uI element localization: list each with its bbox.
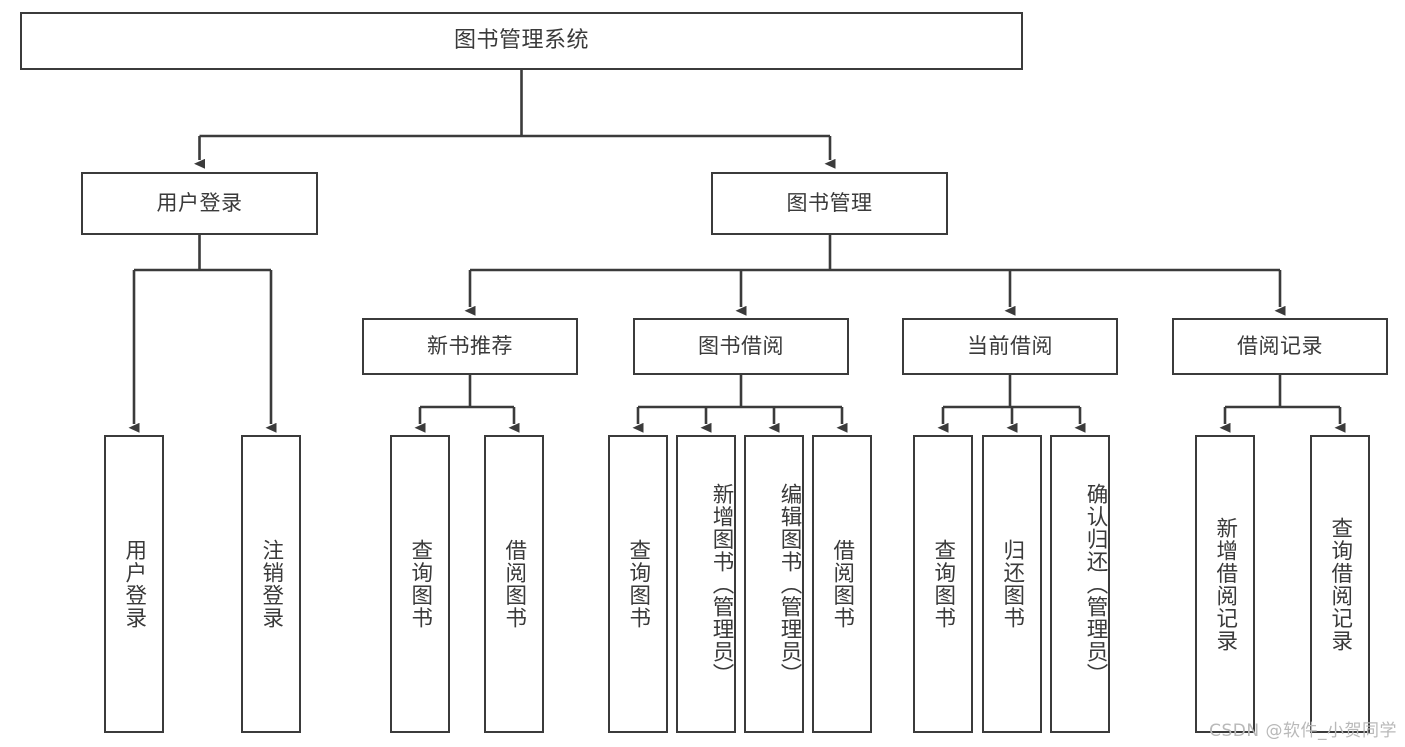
leaf-add-borrow-record[interactable]: 新增借阅记录 — [1195, 435, 1255, 733]
leaf-user-login[interactable]: 用户登录 — [104, 435, 164, 733]
leaf-add-book[interactable]: 新增图书（管理员） — [676, 435, 736, 733]
node-label: 图书管理系统 — [453, 28, 589, 54]
node-new-book-recommend[interactable]: 新书推荐 — [362, 318, 578, 375]
leaf-query-book-recommend[interactable]: 查询图书 — [390, 435, 450, 733]
node-label: 当前借阅 — [967, 334, 1053, 359]
node-label: 用户登录 — [121, 539, 147, 629]
node-label: 用户登录 — [156, 191, 243, 216]
node-label: 新增借阅记录 — [1212, 516, 1238, 652]
leaf-borrow-book-recommend[interactable]: 借阅图书 — [484, 435, 544, 733]
leaf-return-book[interactable]: 归还图书 — [982, 435, 1042, 733]
node-label: 查询图书 — [930, 539, 956, 629]
node-label: 借阅图书 — [501, 539, 527, 629]
node-current-borrow[interactable]: 当前借阅 — [902, 318, 1118, 375]
leaf-borrow-book[interactable]: 借阅图书 — [812, 435, 872, 733]
node-root[interactable]: 图书管理系统 — [20, 12, 1023, 70]
leaf-confirm-return[interactable]: 确认归还（管理员） — [1050, 435, 1110, 733]
node-user-login[interactable]: 用户登录 — [81, 172, 318, 235]
node-label: 查询借阅记录 — [1327, 516, 1353, 652]
node-label: 借阅记录 — [1237, 334, 1323, 359]
node-label: 编辑图书（管理员） — [777, 482, 802, 686]
node-label: 图书管理 — [786, 191, 873, 216]
node-label: 新书推荐 — [427, 334, 513, 359]
node-borrow-record[interactable]: 借阅记录 — [1172, 318, 1388, 375]
leaf-edit-book[interactable]: 编辑图书（管理员） — [744, 435, 804, 733]
node-label: 确认归还（管理员） — [1083, 482, 1108, 686]
node-book-management[interactable]: 图书管理 — [711, 172, 948, 235]
leaf-query-book-borrow[interactable]: 查询图书 — [608, 435, 668, 733]
leaf-logout[interactable]: 注销登录 — [241, 435, 301, 733]
leaf-query-borrow-record[interactable]: 查询借阅记录 — [1310, 435, 1370, 733]
node-book-borrow[interactable]: 图书借阅 — [633, 318, 849, 375]
node-label: 新增图书（管理员） — [709, 482, 734, 686]
node-label: 查询图书 — [625, 539, 651, 629]
watermark: CSDN @软件_小贺同学 — [1209, 721, 1397, 741]
node-label: 查询图书 — [407, 539, 433, 629]
leaf-query-book-current[interactable]: 查询图书 — [913, 435, 973, 733]
node-label: 图书借阅 — [698, 334, 784, 359]
node-label: 注销登录 — [258, 539, 284, 629]
node-label: 归还图书 — [999, 539, 1025, 629]
node-label: 借阅图书 — [829, 539, 855, 629]
